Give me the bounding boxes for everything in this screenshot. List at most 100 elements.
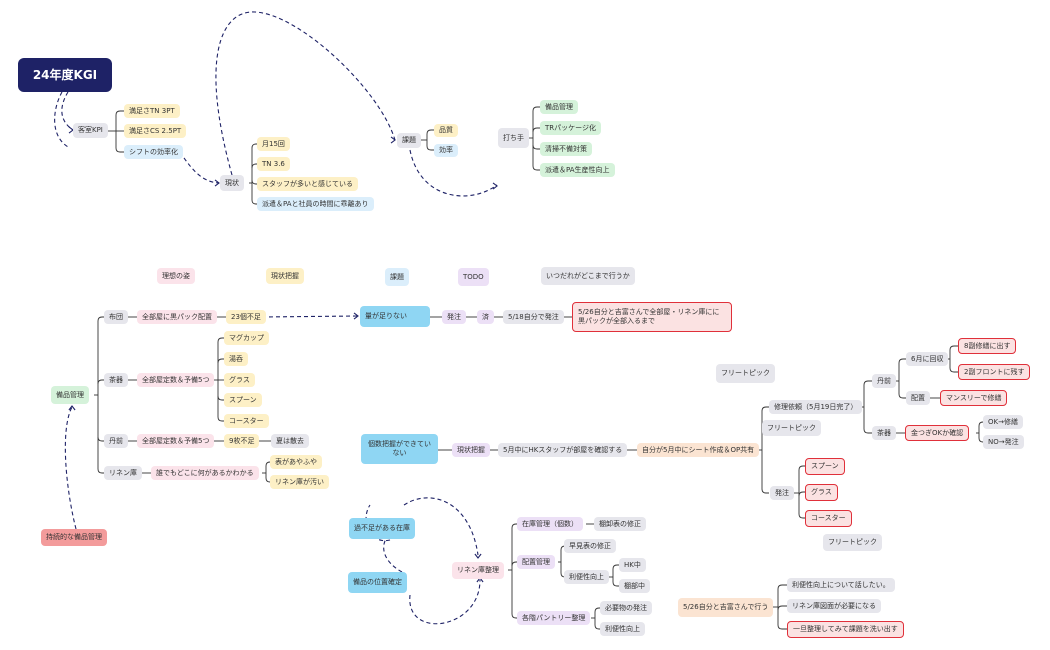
fusoku-node[interactable]: 過不足がある在庫	[349, 518, 415, 539]
kpi-shift-node[interactable]: シフトの効率化	[124, 145, 183, 159]
may-hk-node[interactable]: 5月中にHKスタッフが部屋を確認する	[498, 443, 628, 457]
saki-item-2[interactable]: 湯呑	[224, 352, 248, 366]
kpi-cs-node[interactable]: 満足さCS 2.5PT	[124, 124, 187, 138]
futon-node[interactable]: 布団	[104, 310, 128, 324]
zumi-node[interactable]: 済	[477, 310, 494, 324]
free-topic-3[interactable]: フリートピック	[823, 534, 882, 551]
futon-riso[interactable]: 全部屋に黒パック配置	[137, 310, 217, 324]
coaster-node[interactable]: コースター	[805, 510, 852, 527]
y-item-1[interactable]: 利便性向上について話したい。	[787, 578, 895, 592]
connector-line	[261, 315, 358, 318]
arrow-head	[390, 136, 396, 144]
connector-line	[532, 127, 540, 133]
uchite-item-1[interactable]: 備品管理	[540, 100, 578, 114]
saki-item-3[interactable]: グラス	[224, 373, 255, 387]
linen-item-1[interactable]: 表があやふや	[270, 455, 322, 469]
futon-genjo[interactable]: 23個不足	[226, 310, 266, 324]
no-node[interactable]: NO→発注	[983, 435, 1024, 449]
y-item-3[interactable]: 一旦整理してみて課題を洗い出す	[787, 621, 904, 638]
linen-node[interactable]: リネン庫	[104, 466, 142, 480]
genjo-item-4[interactable]: 派遣＆PAと社員の時間に乖離あり	[257, 197, 374, 211]
haichi-kanri-node[interactable]: 配置管理	[517, 555, 555, 569]
linen-seiri-node[interactable]: リネン庫整理	[452, 562, 504, 579]
arrow-head	[492, 182, 498, 190]
saki-node[interactable]: 茶器	[104, 373, 128, 387]
repair-8-node[interactable]: 8副修繕に出す	[958, 338, 1017, 354]
kadai-node[interactable]: 課題	[397, 133, 421, 148]
glass-node[interactable]: グラス	[805, 484, 838, 501]
ryo-node[interactable]: 量が足りない	[360, 306, 430, 327]
arrow-head	[214, 179, 220, 187]
hacchu2-node[interactable]: 発注	[770, 486, 794, 500]
haichi-node[interactable]: 配置	[906, 391, 930, 405]
connector-line	[863, 428, 872, 434]
tanaoroshi-node[interactable]: 棚卸表の修正	[594, 517, 646, 531]
sheet-node[interactable]: 自分が5月中にシート作成＆OP共有	[637, 443, 760, 457]
connector-line	[409, 579, 481, 625]
saki-riso[interactable]: 全部屋定数＆予備5つ	[137, 373, 215, 387]
jizoku-node[interactable]: 持続的な備品管理	[41, 529, 107, 546]
tanzen2-node[interactable]: 丹前	[872, 374, 896, 388]
free-topic-2[interactable]: フリートピック	[762, 420, 821, 436]
linen-item-2[interactable]: リネン庫が汚い	[270, 475, 329, 489]
riben-node[interactable]: 利便性向上	[564, 570, 609, 584]
uchite-node[interactable]: 打ち手	[498, 128, 529, 148]
zaiko-node[interactable]: 在庫管理（個数）	[517, 517, 583, 531]
yoshi526-node[interactable]: 5/26自分と吉富さんで行う	[678, 598, 774, 617]
ok-node[interactable]: OK→修繕	[983, 415, 1023, 429]
koritsu-node[interactable]: 効率	[434, 144, 458, 157]
tanabu-node[interactable]: 棚部中	[619, 579, 650, 593]
monthly-node[interactable]: マンスリーで修繕	[940, 390, 1008, 406]
hayami-node[interactable]: 早見表の修正	[564, 539, 616, 553]
kpi-node[interactable]: 客室KPI	[73, 123, 108, 138]
genjo-item-1[interactable]: 月15回	[257, 137, 290, 151]
tanzen-node[interactable]: 丹前	[104, 434, 128, 448]
genjo-haaku-node[interactable]: 現状把握	[452, 443, 490, 457]
riben2-node[interactable]: 利便性向上	[600, 622, 645, 636]
natsu-node[interactable]: 夏は散去	[271, 434, 309, 448]
futon-itsu-node[interactable]: 5/26自分と吉富さんで全部屋・リネン庫にに黒パックが全部入るまで	[572, 302, 732, 332]
tanzen-riso[interactable]: 全部屋定数＆予備5つ	[137, 434, 215, 448]
connector-line	[97, 468, 104, 474]
free-topic-1[interactable]: フリートピック	[716, 364, 775, 383]
pantry-node[interactable]: 各階パントリー整理	[517, 611, 591, 625]
kpi-tn-node[interactable]: 満足さTN 3PT	[124, 104, 180, 118]
header-riso: 理想の姿	[157, 268, 195, 284]
connector-line	[898, 358, 906, 364]
kosu-node[interactable]: 個数把握ができていない	[361, 434, 438, 464]
hacchu518-node[interactable]: 5/18自分で発注	[503, 310, 564, 324]
shuri-node[interactable]: 修理依頼（5月19日完了）	[769, 400, 863, 414]
genjo-node[interactable]: 現状	[220, 175, 244, 191]
kgi-node[interactable]: 24年度KGI	[18, 58, 112, 92]
uchite-item-3[interactable]: 清掃不備対策	[540, 142, 592, 156]
connector-line	[215, 11, 396, 176]
tanzen-genjo[interactable]: 9枚不足	[224, 434, 260, 448]
hitsuyo-node[interactable]: 必要物の発注	[600, 601, 652, 615]
spoon-node[interactable]: スプーン	[805, 458, 845, 475]
connector-line	[594, 624, 600, 630]
connector-line	[863, 380, 872, 386]
bihin-node[interactable]: 備品管理	[51, 386, 89, 404]
y-item-2[interactable]: リネン庫図面が必要になる	[787, 599, 881, 613]
saki-item-5[interactable]: コースター	[224, 414, 269, 428]
kintsugi-node[interactable]: 金つぎOKか確認	[905, 425, 970, 441]
roku-node[interactable]: 6月に回収	[906, 352, 949, 366]
connector-line	[54, 91, 71, 149]
saki-item-4[interactable]: スプーン	[224, 393, 262, 407]
connector-line	[978, 437, 984, 443]
uchite-item-4[interactable]: 派遣＆PA生産性向上	[540, 163, 615, 177]
genjo-item-2[interactable]: TN 3.6	[257, 157, 290, 171]
saki2-node[interactable]: 茶器	[872, 426, 896, 440]
uchite-item-2[interactable]: TRパッケージ化	[540, 121, 601, 135]
saki-item-1[interactable]: マグカップ	[224, 331, 269, 345]
linen-riso[interactable]: 誰でもどこに何があるかわかる	[151, 466, 259, 480]
ichi-node[interactable]: 備品の位置確定	[348, 572, 407, 593]
genjo-item-3[interactable]: スタッフが多いと感じている	[257, 177, 358, 191]
connector-line	[798, 465, 805, 471]
connector-line	[761, 488, 769, 494]
hk-node[interactable]: HK中	[619, 558, 646, 572]
connector-line	[898, 393, 906, 399]
hinshitsu-node[interactable]: 品質	[434, 124, 458, 137]
front-2-node[interactable]: 2副フロントに残す	[958, 364, 1031, 380]
hacchu-node[interactable]: 発注	[442, 310, 466, 324]
